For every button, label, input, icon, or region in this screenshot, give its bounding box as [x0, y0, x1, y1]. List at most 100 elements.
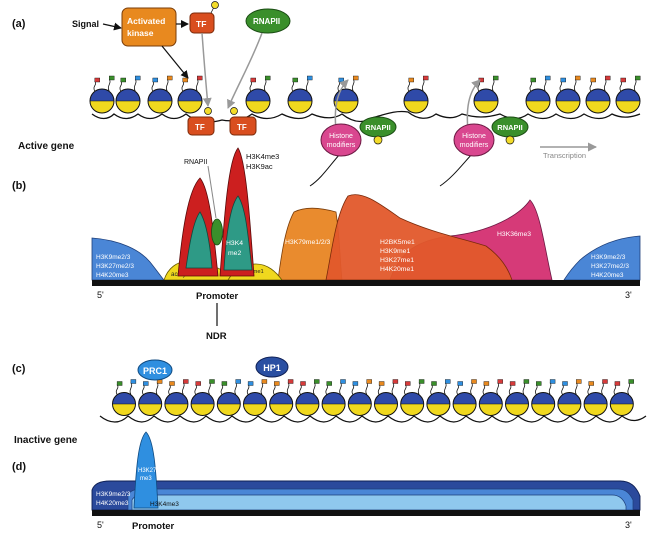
nucleosome [473, 75, 499, 114]
rnapii-pointer-line [207, 165, 217, 219]
nucleosome [585, 75, 611, 114]
tf-recruit-arrow [201, 32, 212, 107]
nucleosome [138, 379, 163, 416]
h3k27me3-label-1: H3K27 [138, 468, 157, 474]
tf-bound-2-label: TF [237, 123, 247, 132]
modifier-1-tail [309, 153, 341, 187]
h2bk5-label-1: H2BK5me1 [380, 239, 415, 246]
modifier-2-tail [439, 153, 473, 187]
kinase-label-1: Activated [127, 16, 165, 26]
nucleosome [615, 75, 641, 114]
rep-d-2: H4K20me3 [96, 500, 129, 507]
nucleosome [115, 75, 141, 114]
nucleosome [287, 75, 313, 114]
inactive-nucleosomes [112, 379, 634, 416]
tf-bound-2: TF [229, 107, 257, 136]
h3k4me2-label-2: me2 [228, 250, 241, 257]
modifier-1-label-2: modifiers [327, 142, 356, 149]
h3k27me3-peak [133, 431, 159, 509]
nucleosome [400, 379, 425, 416]
nucleosome [374, 379, 399, 416]
nucleosome [557, 379, 582, 416]
nucleosome [583, 379, 608, 416]
kinase-to-nucleosome-arrow [161, 45, 189, 79]
rnapii-el-1-label: RNAPII [365, 123, 390, 132]
modifier-2-label-2: modifiers [460, 142, 489, 149]
rep-right-3: H4K20me3 [591, 272, 624, 279]
nucleosome [478, 379, 503, 416]
rnapii-promoter-blob [211, 218, 223, 246]
rnapii-elongating-1: RNAPII [359, 116, 397, 145]
nucleosome [452, 379, 477, 416]
nucleosome [609, 379, 634, 416]
hp1-complex: HP1 [255, 356, 289, 378]
nucleosome [177, 75, 203, 114]
h2bk5-domain [325, 194, 513, 281]
h3k79-label: H3K79me1/2/3 [285, 239, 331, 246]
rnapii-el-2-label: RNAPII [497, 123, 522, 132]
three-prime-d: 3' [625, 520, 632, 530]
nucleosome [216, 379, 241, 416]
nucleosome [295, 379, 320, 416]
panel-label-a: (a) [12, 18, 26, 30]
nucleosome [525, 75, 551, 114]
h2bk5-label-4: H4K20me1 [380, 266, 414, 273]
nucleosome [112, 379, 137, 416]
five-prime-d: 5' [97, 520, 104, 530]
promoter-b-label: Promoter [196, 291, 239, 302]
three-prime-b: 3' [625, 290, 632, 300]
nucleosome [505, 379, 530, 416]
rep-left-3: H4K20me3 [96, 272, 129, 279]
nucleosome [555, 75, 581, 114]
nucleosome [190, 379, 215, 416]
h3k4me3-b-label: H3K4me3 [246, 152, 279, 161]
h3k4me2-right [223, 195, 253, 271]
kinase-label-2: kinase [127, 28, 154, 38]
active-dna-fibre [91, 110, 641, 123]
tf-top: TF [189, 1, 219, 34]
nucleosome [347, 379, 372, 416]
h3k27me3-label-2: me3 [140, 476, 152, 482]
nucleosome [89, 75, 115, 114]
panel-label-c: (c) [12, 363, 26, 375]
nucleosome [269, 379, 294, 416]
panel-label-d: (d) [12, 461, 26, 473]
nucleosome [245, 75, 271, 114]
nucleosome [403, 75, 429, 114]
rnapii-top: RNAPII [245, 8, 291, 34]
rep-left-2: H3K27me2/3 [96, 263, 134, 270]
gene-baseline-inactive [92, 510, 640, 516]
rep-right-2: H3K27me2/3 [591, 263, 629, 270]
nucleosome [164, 379, 189, 416]
activated-kinase: Activated kinase [121, 7, 177, 47]
tf-bound-1-label: TF [195, 123, 205, 132]
repressive-left-domain [91, 237, 165, 281]
prc1-complex: PRC1 [137, 359, 173, 381]
rep-left-1: H3K9me2/3 [96, 254, 131, 261]
histone-modifier-1: Histone modifiers [320, 123, 362, 157]
active-nucleosomes [89, 75, 641, 114]
nucleosome [147, 75, 173, 114]
h2bk5-label-3: H3K27me1 [380, 257, 414, 264]
panel-label-b: (b) [12, 180, 26, 192]
rep-right-1: H3K9me2/3 [591, 254, 626, 261]
h3k4me2-label-1: H3K4 [226, 240, 243, 247]
nucleosome [531, 379, 556, 416]
inactive-gene-label: Inactive gene [14, 435, 78, 446]
active-gene-label: Active gene [18, 141, 75, 152]
h3k4me3-d-label: H3K4me3 [150, 501, 179, 508]
prc1-label: PRC1 [143, 366, 167, 376]
rnapii-recruit-arrow [227, 32, 263, 109]
five-prime-b: 5' [97, 290, 104, 300]
histone-modifier-2: Histone modifiers [453, 123, 495, 157]
rnapii-b-label: RNAPII [184, 159, 207, 166]
h3k36-label: H3K36me3 [497, 231, 531, 238]
rep-d-1: H3K9me2/3 [96, 491, 131, 498]
h3k4me2-left [185, 211, 213, 269]
rnapii-elongating-2: RNAPII [491, 116, 529, 145]
tf-bound-1: TF [187, 107, 215, 136]
signal-label: Signal [72, 19, 99, 29]
repressive-right-domain [563, 235, 641, 281]
modifier-2-label-1: Histone [462, 133, 486, 140]
inactive-dna-fibre [99, 415, 647, 423]
